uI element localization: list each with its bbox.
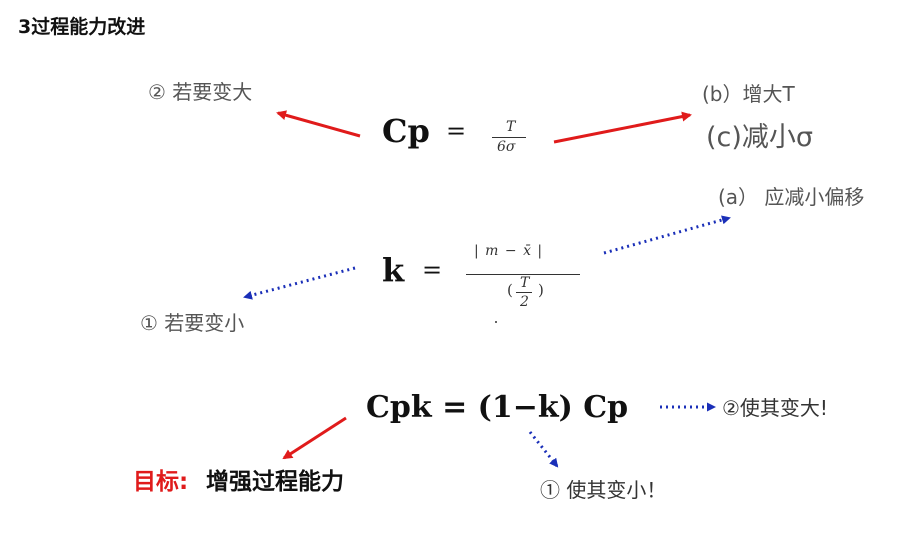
arrow-cpk-goal (282, 416, 347, 460)
arrow-cp-right (553, 111, 692, 144)
cp-right-note-c: (c)减小σ (706, 122, 814, 153)
cp-formula-eq: = (446, 117, 467, 145)
cp-left-note: ② 若要变大 (148, 80, 253, 104)
k-numerator: | m − x̄ | (474, 243, 544, 259)
k-denominator-line (516, 292, 532, 293)
k-fraction-line (466, 274, 580, 275)
goal-label: 目标: (133, 469, 189, 495)
page-title: 3过程能力改进 (18, 16, 146, 38)
cp-numerator: T (506, 119, 516, 135)
k-denominator-bottom: 2 (520, 294, 529, 310)
arrow-cp-left (276, 110, 361, 138)
cpk-right-note: ②使其变大! (722, 396, 828, 420)
k-denominator-paren-left: ( (507, 281, 513, 299)
k-formula-lhs: k (382, 251, 405, 289)
cp-fraction-line (492, 137, 526, 138)
arrow-k-left (243, 266, 356, 300)
k-denominator-paren-right: ) (538, 281, 544, 299)
k-right-note: (a） 应减小偏移 (718, 185, 865, 209)
cp-right-note-b: (b）增大T (702, 82, 795, 106)
cpk-bottom-note: ① 使其变小！ (540, 478, 667, 502)
stray-dot (495, 321, 497, 323)
arrow-cpk-down (528, 431, 559, 468)
cp-denominator: 6σ (497, 139, 516, 155)
k-formula-eq: = (422, 256, 443, 284)
goal-text: 增强过程能力 (206, 469, 344, 495)
k-denominator-top: T (520, 275, 530, 291)
cpk-formula: Cpk = (1−k) Cp (366, 390, 629, 425)
arrow-k-right (603, 215, 731, 255)
k-left-note: ① 若要变小 (140, 311, 245, 335)
cp-formula-lhs: Cp (382, 112, 430, 150)
